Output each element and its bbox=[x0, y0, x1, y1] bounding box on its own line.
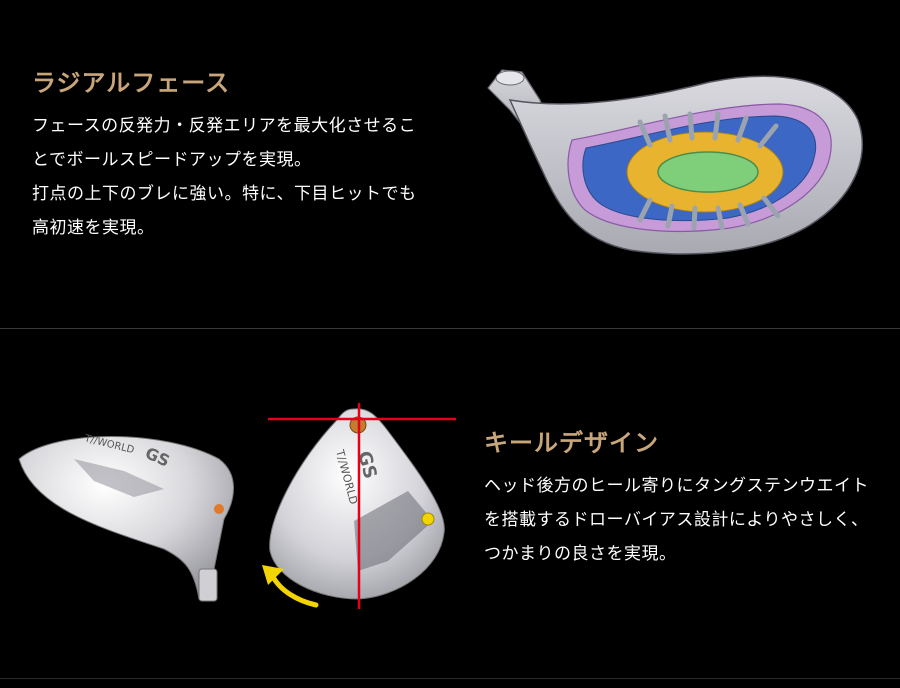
section-divider bbox=[0, 328, 900, 329]
description-line: 打点の上下のブレに強い。特に、下目ヒットでも bbox=[32, 184, 417, 204]
rotation-arrow-icon bbox=[262, 565, 319, 608]
description-line: つかまりの良さを実現。 bbox=[484, 544, 677, 564]
section-description: フェースの反発力・反発エリアを最大化させるこ とでボールスピードアップを実現。 … bbox=[32, 109, 417, 245]
section-heading: ラジアルフェース bbox=[32, 69, 231, 97]
description-line: 高初速を実現。 bbox=[32, 218, 155, 238]
description-line: フェースの反発力・反発エリアを最大化させるこ bbox=[32, 116, 417, 136]
section-heading: キールデザイン bbox=[484, 429, 659, 457]
club-head-rear-view: T//WORLD GS bbox=[268, 403, 456, 609]
section-description: ヘッド後方のヒール寄りにタングステンウエイト を搭載するドローバイアス設計により… bbox=[484, 469, 869, 571]
club-head-side-view: T//WORLD GS bbox=[18, 433, 234, 602]
description-line: とでボールスピードアップを実現。 bbox=[32, 150, 312, 170]
radial-face-section: ラジアルフェース フェースの反発力・反発エリアを最大化させるこ とでボールスピー… bbox=[0, 0, 900, 328]
bottom-divider bbox=[0, 678, 900, 679]
keel-design-section: キールデザイン ヘッド後方のヒール寄りにタングステンウエイト を搭載するドローバ… bbox=[0, 329, 900, 688]
description-line: を搭載するドローバイアス設計によりやさしく、 bbox=[484, 510, 869, 530]
description-line: ヘッド後方のヒール寄りにタングステンウエイト bbox=[484, 476, 869, 496]
face-structure-diagram bbox=[487, 69, 863, 255]
